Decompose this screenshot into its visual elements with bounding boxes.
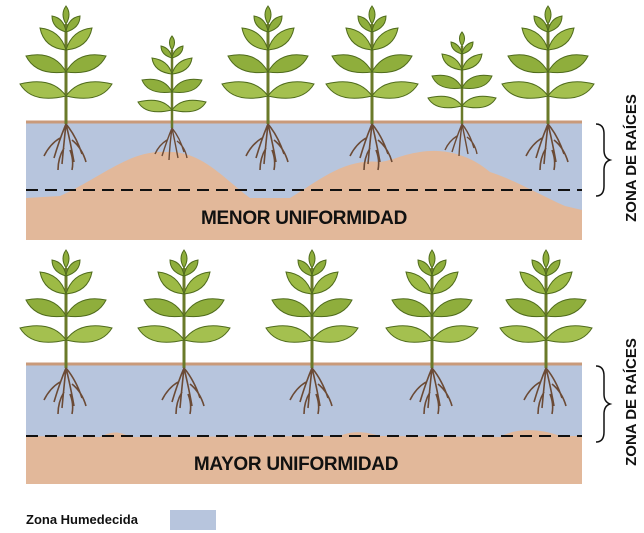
bottom-root-zone-label: ZONA DE RAÍCES	[623, 338, 640, 466]
legend-swatch	[170, 510, 216, 530]
panel-bottom: MAYOR UNIFORMIDAD ZONA DE RAÍCES	[18, 248, 640, 484]
panel-top: MENOR UNIFORMIDAD ZONA DE RAÍCES	[18, 4, 640, 240]
bottom-panel-title: MAYOR UNIFORMIDAD	[194, 454, 398, 475]
top-dry-soil	[26, 150, 582, 240]
bottom-dry-soil	[26, 430, 582, 484]
top-root-zone-label: ZONA DE RAÍCES	[623, 94, 640, 222]
top-root-zone-brace	[595, 123, 613, 197]
bottom-root-zone-brace	[595, 365, 613, 443]
legend: Zona Humedecida	[26, 510, 216, 530]
legend-label: Zona Humedecida	[26, 512, 139, 527]
top-panel-title: MENOR UNIFORMIDAD	[201, 208, 407, 229]
